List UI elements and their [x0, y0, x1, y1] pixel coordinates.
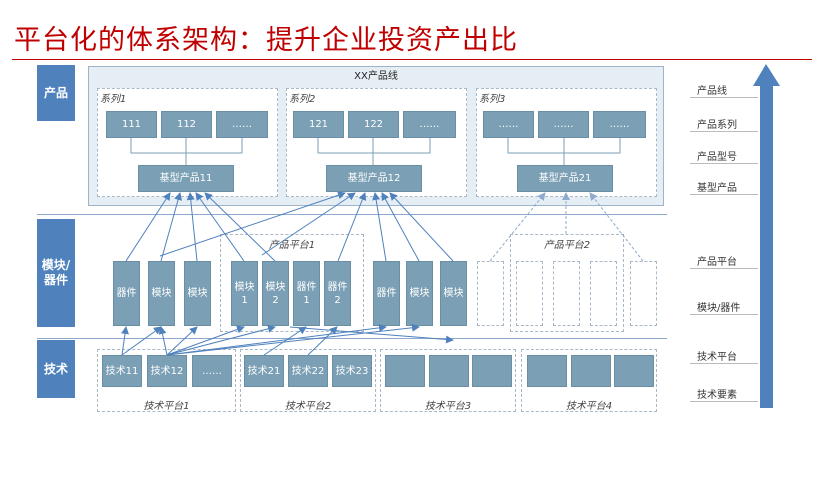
series-name: 系列2	[289, 94, 316, 105]
row-label-module: 模块/ 器件	[37, 219, 75, 327]
module-block: 模块	[148, 261, 175, 326]
legend-label: 技术平台	[697, 352, 737, 363]
series-name: 系列1	[100, 94, 127, 105]
tech-block	[472, 355, 512, 387]
tech-block	[614, 355, 654, 387]
module-block: 模块	[406, 261, 433, 326]
legend-label: 基型产品	[697, 183, 737, 194]
placeholder-block	[630, 261, 657, 326]
row-label-product: 产品	[37, 65, 75, 121]
module-block: 模块	[440, 261, 467, 326]
legend-tick	[690, 268, 758, 269]
tech-block: ……	[192, 355, 232, 387]
tech-block: 技术22	[288, 355, 328, 387]
tech-block: 技术11	[102, 355, 142, 387]
model-block: ……	[216, 111, 268, 138]
placeholder-block	[590, 261, 617, 326]
placeholder-block	[516, 261, 543, 326]
series-name: 系列3	[479, 94, 506, 105]
tech-to-module-arrows	[121, 323, 454, 356]
base-product-block: 基型产品12	[326, 165, 422, 192]
up-arrow-icon	[753, 64, 780, 408]
component-block: 器件	[373, 261, 400, 326]
product-line-title: XX产品线	[354, 71, 398, 82]
legend-label: 技术要素	[697, 390, 737, 401]
component-block: 器件 2	[324, 261, 351, 326]
legend-tick	[690, 131, 758, 132]
module-block: 模块	[184, 261, 211, 326]
legend-label: 产品系列	[697, 120, 737, 131]
tech-block	[571, 355, 611, 387]
row-label-tech: 技术	[37, 340, 75, 398]
module-block: 模块 2	[262, 261, 289, 326]
model-block: ……	[593, 111, 646, 138]
tech-block	[385, 355, 425, 387]
legend-tick	[690, 401, 758, 402]
model-block: 122	[348, 111, 399, 138]
model-block: 121	[293, 111, 344, 138]
product-platform-2-name: 产品平台2	[543, 240, 591, 251]
legend-tick	[690, 194, 758, 195]
component-block: 器件 1	[293, 261, 320, 326]
platform2-to-base-arrows	[489, 192, 644, 262]
product-platform-1-name: 产品平台1	[268, 240, 316, 251]
tech-block	[429, 355, 469, 387]
placeholder-block	[477, 261, 504, 326]
page-title: 平台化的体系架构：提升企业投资产出比	[14, 25, 518, 56]
legend-tick	[690, 97, 758, 98]
tech-platform-name: 技术平台3	[424, 401, 472, 412]
module-block: 模块 1	[231, 261, 258, 326]
tech-block: 技术23	[332, 355, 372, 387]
model-block: ……	[538, 111, 589, 138]
legend-tick	[690, 163, 758, 164]
tech-block	[527, 355, 567, 387]
tech-platform-name: 技术平台2	[284, 401, 332, 412]
legend-tick	[690, 363, 758, 364]
tech-platform-name: 技术平台4	[565, 401, 613, 412]
tech-platform-name: 技术平台1	[143, 401, 190, 412]
model-block: 112	[161, 111, 212, 138]
legend-tick	[690, 314, 758, 315]
model-block: ……	[403, 111, 456, 138]
legend-label: 产品线	[697, 86, 727, 97]
tech-block: 技术21	[244, 355, 284, 387]
legend-label: 产品型号	[697, 152, 737, 163]
model-block: ……	[483, 111, 534, 138]
base-product-block: 基型产品21	[517, 165, 613, 192]
model-bracket	[130, 138, 621, 165]
base-product-block: 基型产品11	[138, 165, 234, 192]
model-block: 111	[106, 111, 157, 138]
layer-divider	[37, 214, 667, 215]
module-to-base-arrows	[125, 191, 454, 262]
component-block: 器件	[113, 261, 140, 326]
tech-block: 技术12	[147, 355, 187, 387]
title-underline	[12, 59, 812, 60]
placeholder-block	[553, 261, 580, 326]
layer-divider	[37, 338, 667, 339]
legend-label: 模块/器件	[697, 303, 741, 314]
legend-label: 产品平台	[697, 257, 737, 268]
